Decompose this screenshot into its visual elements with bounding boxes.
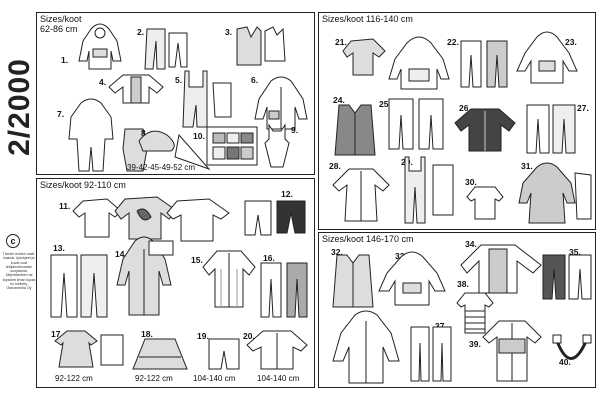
item-number: 3.: [225, 27, 233, 37]
coat-illustration: [329, 167, 393, 223]
hooded-jacket-illustration: [249, 76, 309, 131]
striped-top-illustration: [455, 291, 495, 335]
item-number: 6.: [251, 75, 259, 85]
item-number: 10.: [193, 131, 205, 141]
skirt-illustration: [131, 337, 189, 371]
hooded-anorak-illustration: [377, 251, 447, 307]
vest-illustration: [331, 253, 375, 309]
item-number: 13.: [53, 243, 65, 253]
panel-sizes-92-110: Sizes/koot 92-110 cm 11. 12. 13. 14. 15.…: [36, 178, 315, 388]
item-number: 32.: [331, 247, 343, 257]
shirt-illustration: [107, 73, 165, 105]
overall-trousers-illustration: [401, 155, 455, 225]
shorts-illustration: [243, 199, 307, 239]
size-label: 39-42-45-49-52 cm: [127, 163, 196, 172]
jeans-illustration: [541, 253, 593, 301]
quilted-vest-illustration: [333, 103, 377, 157]
item-number: 16.: [263, 253, 275, 263]
item-number: 18.: [141, 329, 153, 339]
item-number: 7.: [57, 109, 65, 119]
panel-title: Sizes/koot 116-140 cm: [322, 14, 413, 24]
item-number: 12.: [281, 189, 293, 199]
item-number: 1.: [61, 55, 69, 65]
small-shorts-illustration: [207, 337, 241, 371]
sweatshirts-illustration: [72, 191, 235, 245]
item-number: 31.: [521, 161, 533, 171]
item-number: 30.: [465, 177, 477, 187]
vest-illustration: [233, 25, 287, 67]
panel-sizes-146-170: Sizes/koot 146-170 cm 32. 33. 34. 35. 38…: [318, 232, 596, 388]
item-number: 14.: [115, 249, 127, 259]
item-number: 27.: [577, 103, 589, 113]
item-number: 23.: [565, 37, 577, 47]
panel-title: Sizes/koot 92-110 cm: [40, 180, 126, 190]
hooded-anorak-illustration: [77, 21, 123, 71]
long-sleeve-shirt-illustration: [459, 243, 543, 295]
item-number: 21.: [335, 37, 347, 47]
legal-notice: Tämän lehden malli- kaavat, työohjeet ja…: [2, 252, 36, 291]
item-number: 28.: [329, 161, 341, 171]
panel-sizes-116-140: Sizes/koot 116-140 cm 21. 22. 23. 24. 25…: [318, 12, 596, 230]
item-number: 37.: [435, 321, 447, 331]
cardigan-illustration: [243, 329, 311, 371]
long-trousers-illustration: [409, 325, 453, 383]
bag-strap-illustration: [551, 333, 593, 379]
copyright-icon: c: [6, 234, 20, 248]
toy-cat-illustration: [261, 121, 293, 169]
zip-jacket-illustration: [479, 319, 545, 383]
dress-illustration: [53, 329, 125, 369]
hooded-pullover-illustration: [515, 31, 579, 85]
item-number: 17.: [51, 329, 63, 339]
item-number: 35.: [569, 247, 581, 257]
item-number: 19.: [197, 331, 209, 341]
item-number: 22.: [447, 37, 459, 47]
hooded-parka-illustration: [113, 236, 175, 317]
striped-jacket-illustration: [201, 249, 257, 309]
item-number: 34.: [465, 239, 477, 249]
item-number: 40.: [559, 357, 571, 367]
item-number: 5.: [175, 75, 183, 85]
hat-illustration: [131, 121, 211, 171]
item-number: 26.: [459, 103, 471, 113]
hoodie-set-illustration: [342, 35, 455, 91]
magazine-spine: 2/2000 c Tämän lehden malli- kaavat, työ…: [0, 0, 36, 400]
item-number: 39.: [469, 339, 481, 349]
size-label: 92-122 cm: [135, 374, 173, 383]
item-number: 20.: [243, 331, 255, 341]
trousers-illustration: [259, 261, 309, 319]
cargo-pants-illustration: [49, 253, 109, 319]
overalls-illustration: [177, 69, 233, 129]
hooded-coat-illustration: [331, 310, 401, 385]
size-label: 104-140 cm: [257, 374, 300, 383]
item-number: 8.: [141, 128, 149, 138]
item-number: 24.: [333, 95, 345, 105]
fleece-jacket-illustration: [453, 107, 517, 153]
panel-title: Sizes/koot 146-170 cm: [322, 234, 414, 244]
size-label: 92-122 cm: [55, 374, 93, 383]
pants-illustration: [144, 27, 189, 71]
item-number: 33.: [395, 251, 407, 261]
light-trousers-illustration: [525, 103, 577, 155]
size-label: 104-140 cm: [193, 374, 236, 383]
quilt-blanket-illustration: [205, 125, 259, 167]
cardigan-small-illustration: [465, 185, 505, 221]
item-number: 2.: [137, 27, 145, 37]
item-number: 9.: [291, 125, 299, 135]
item-number: 11.: [59, 201, 71, 211]
item-number: 38.: [457, 279, 469, 289]
pants-pair-illustration: [387, 97, 445, 151]
long-coat-illustration: [515, 162, 593, 225]
item-number: 25.: [379, 99, 391, 109]
cargo-trousers-illustration: [459, 39, 509, 89]
item-number: 4.: [99, 77, 107, 87]
issue-number: 2/2000: [3, 58, 36, 156]
item-number: 15.: [191, 255, 203, 265]
